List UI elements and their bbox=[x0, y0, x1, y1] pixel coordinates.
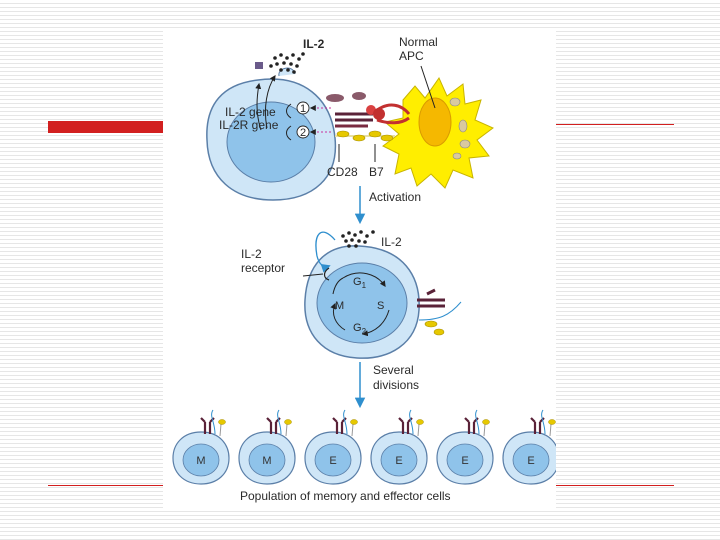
daughter-cell-label: M bbox=[196, 455, 205, 467]
receptor-pointer bbox=[302, 273, 324, 277]
proliferating-t-cell bbox=[304, 245, 462, 359]
step-2-marker: 2 bbox=[300, 127, 306, 139]
daughter-cell: E bbox=[436, 409, 494, 485]
daughter-cell: E bbox=[502, 409, 556, 485]
cycle-s-label: S bbox=[377, 300, 384, 312]
il2-secretion bbox=[255, 52, 305, 131]
several-label-line1: Several bbox=[373, 363, 414, 377]
daughter-cell: E bbox=[304, 409, 362, 485]
step-1-marker: 1 bbox=[300, 103, 306, 115]
diagram-canvas: IL-2 Normal APC IL-2 gene IL-2R gene 1 2… bbox=[172, 35, 556, 503]
apc-label-line2: APC bbox=[399, 49, 424, 63]
t-cell-activation-figure: IL-2 Normal APC IL-2 gene IL-2R gene 1 2… bbox=[163, 28, 556, 508]
b7-label: B7 bbox=[369, 165, 384, 179]
il2-receptor-label-line2: receptor bbox=[241, 261, 285, 275]
il2-mid-label: IL-2 bbox=[381, 235, 402, 249]
il2-top-label: IL-2 bbox=[303, 37, 325, 51]
tcr-mhc-synapse bbox=[326, 92, 411, 142]
daughter-cell: M bbox=[238, 409, 296, 485]
cd28-label: CD28 bbox=[327, 165, 358, 179]
il2-gene-label: IL-2 gene bbox=[225, 105, 276, 119]
daughter-cell-label: E bbox=[329, 455, 336, 467]
daughter-cell-label: E bbox=[395, 455, 402, 467]
apc-label-line1: Normal bbox=[399, 35, 438, 49]
activated-t-cell bbox=[206, 78, 337, 201]
slide-accent-line-top bbox=[548, 124, 674, 125]
cycle-g1-label: G1 bbox=[353, 276, 367, 290]
daughter-cell-label: E bbox=[527, 455, 534, 467]
daughter-cell: E bbox=[370, 409, 428, 485]
il2r-gene-label: IL-2R gene bbox=[219, 118, 279, 132]
daughter-cell: M bbox=[172, 409, 230, 485]
cycle-g2-label: G2 bbox=[353, 322, 367, 336]
signal-arrows bbox=[286, 101, 331, 141]
apc-cell bbox=[382, 76, 494, 189]
several-label-line2: divisions bbox=[373, 378, 419, 392]
cycle-m-label: M bbox=[335, 300, 344, 312]
il2-autocrine bbox=[302, 230, 375, 281]
slide-accent-line-bottom-right bbox=[548, 485, 674, 486]
il2-receptor-label-line1: IL-2 bbox=[241, 247, 262, 261]
daughter-cell-label: E bbox=[461, 455, 468, 467]
slide-accent-line-bottom-left bbox=[48, 485, 173, 486]
apc-pointer bbox=[420, 65, 436, 109]
daughter-cell-label: M bbox=[262, 455, 271, 467]
activation-label: Activation bbox=[369, 190, 421, 204]
population-label: Population of memory and effector cells bbox=[240, 489, 451, 503]
